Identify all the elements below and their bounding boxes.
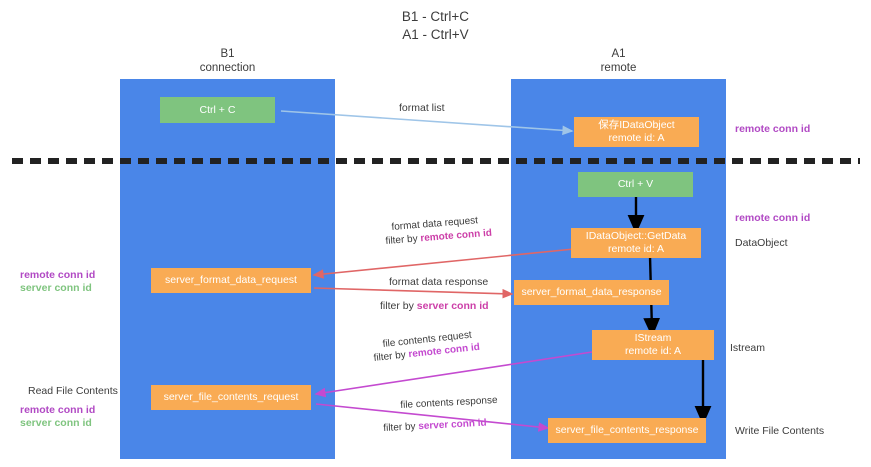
flow-label-format-data-response: format data response: [389, 275, 488, 289]
right-label-write-file-contents: Write File Contents: [735, 424, 824, 438]
box-save-dataobject-line1: 保存IDataObject: [598, 119, 675, 131]
right-label-dataobject-text: DataObject: [735, 237, 788, 249]
right-label-remote-conn-id-top: remote conn id: [735, 122, 810, 136]
right-label-istream: Istream: [730, 341, 765, 355]
left-label-read-file-contents: Read File Contents: [28, 384, 118, 398]
box-server-file-contents-response-label: server_file_contents_response: [555, 424, 699, 436]
filter-value-server-conn-id: server conn id: [418, 417, 487, 433]
box-server-format-data-response-label: server_format_data_response: [521, 286, 662, 298]
flow-label-format-list: format list: [399, 101, 445, 115]
box-server-format-data-response[interactable]: server_format_data_response: [514, 280, 669, 305]
left-label-read-file-contents-text: Read File Contents: [28, 385, 118, 397]
box-idataobject-getdata[interactable]: IDataObject::GetData remote id: A: [571, 228, 701, 258]
left-label-server-conn-id-mid-text: server conn id: [20, 282, 92, 294]
lane-a1-name: A1: [611, 48, 626, 60]
box-server-file-contents-request-label: server_file_contents_request: [163, 391, 299, 403]
left-label-server-conn-id-bottom: server conn id: [20, 416, 92, 430]
box-save-dataobject[interactable]: 保存IDataObject remote id: A: [574, 117, 699, 147]
box-istream-line1: IStream: [634, 332, 672, 344]
left-label-remote-conn-id-bottom-text: remote conn id: [20, 404, 96, 416]
left-label-server-conn-id-mid: server conn id: [20, 281, 92, 295]
lane-b1-name: B1: [220, 48, 235, 60]
left-label-remote-conn-id-mid: remote conn id: [20, 268, 95, 282]
right-label-istream-text: Istream: [730, 342, 766, 354]
flow-label-file-contents-response-filter: filter by server conn id: [383, 417, 487, 436]
flow-label-file-contents-response: file contents response: [400, 394, 498, 413]
lane-a1-subtitle: remote: [600, 62, 637, 74]
box-ctrl-c[interactable]: Ctrl + C: [160, 97, 275, 123]
box-server-file-contents-request[interactable]: server_file_contents_request: [151, 385, 311, 410]
right-label-dataobject: DataObject: [735, 236, 788, 250]
right-label-remote-conn-id-mid-text: remote conn id: [735, 212, 811, 224]
right-label-remote-conn-id-mid: remote conn id: [735, 211, 810, 225]
box-server-format-data-request-label: server_format_data_request: [165, 274, 297, 286]
page-title: B1 - Ctrl+C A1 - Ctrl+V: [0, 8, 871, 44]
lane-header-a1: A1 remote: [511, 47, 726, 75]
flow-label-format-data-response-filter: filter by server conn id: [380, 299, 489, 313]
left-label-remote-conn-id-bottom: remote conn id: [20, 403, 95, 417]
title-line-1: B1 - Ctrl+C: [401, 9, 470, 24]
box-ctrl-c-line1: Ctrl + C: [199, 103, 236, 116]
title-line-2: A1 - Ctrl+V: [402, 27, 469, 42]
box-server-format-data-request[interactable]: server_format_data_request: [151, 268, 311, 293]
filter-prefix: filter by: [380, 300, 417, 312]
box-istream[interactable]: IStream remote id: A: [592, 330, 714, 360]
filter-value-server-conn-id: server conn id: [416, 300, 489, 312]
left-label-server-conn-id-bottom-text: server conn id: [20, 417, 92, 429]
lane-header-b1: B1 connection: [120, 47, 335, 75]
right-label-write-file-contents-text: Write File Contents: [735, 425, 825, 437]
box-istream-line2: remote id: A: [624, 345, 682, 357]
filter-prefix: filter by: [383, 421, 419, 434]
right-label-remote-conn-id-top-text: remote conn id: [735, 123, 811, 135]
filter-prefix: filter by: [385, 233, 421, 247]
lane-b1-subtitle: connection: [199, 62, 256, 74]
filter-prefix: filter by: [373, 349, 410, 364]
box-server-file-contents-response[interactable]: server_file_contents_response: [548, 418, 706, 443]
flow-label-format-data-response-text: format data response: [389, 276, 489, 288]
box-ctrl-v-line1: Ctrl + V: [617, 178, 654, 190]
box-save-dataobject-line2: remote id: A: [608, 132, 665, 144]
box-getdata-line2: remote id: A: [607, 243, 665, 255]
box-ctrl-v[interactable]: Ctrl + V: [578, 172, 693, 197]
left-label-remote-conn-id-mid-text: remote conn id: [20, 269, 96, 281]
flow-label-format-list-text: format list: [399, 102, 445, 114]
box-getdata-line1: IDataObject::GetData: [585, 230, 687, 242]
flow-label-file-contents-response-text: file contents response: [400, 394, 498, 411]
